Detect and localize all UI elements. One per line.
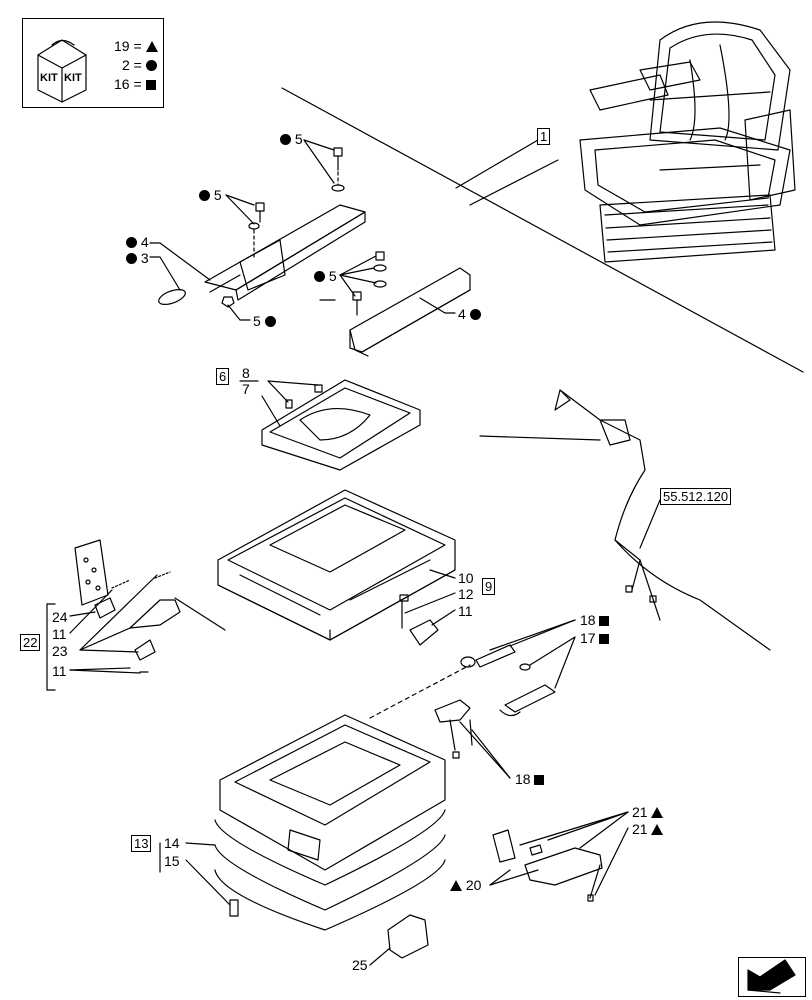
rail-fasteners [221, 147, 387, 316]
seat-assembly-drawing [579, 21, 796, 263]
callout-nut-lower: 5 [253, 313, 276, 329]
square-icon [599, 634, 610, 644]
callout-plate: 7 [242, 381, 250, 397]
callout-pin-a: 21 [632, 804, 664, 820]
callout-frame: 10 [458, 570, 474, 586]
kit-entry-square: 16 = [114, 76, 156, 92]
ref-box-frame[interactable]: 9 [482, 578, 496, 595]
callout-plate-screw: 8 [242, 365, 250, 381]
callout-pin-b: 21 [632, 821, 664, 837]
circle-icon [126, 253, 137, 264]
next-page-button[interactable] [738, 957, 806, 997]
cushion-drawing [214, 714, 446, 931]
callout-cushion-lower: 15 [164, 853, 180, 869]
damper-leaders [489, 811, 629, 896]
callout-cushion-upper: 14 [164, 835, 180, 851]
triangle-icon [651, 824, 664, 835]
callout-bracket: 18 [515, 771, 545, 787]
callout-cap: 3 [126, 250, 149, 266]
ref-box-plate[interactable]: 6 [216, 368, 230, 385]
circle-icon [314, 271, 325, 282]
kit-entry-circle: 2 = [122, 57, 157, 73]
circle-icon [199, 190, 210, 201]
next-page-arrow-icon[interactable] [747, 959, 796, 994]
kit-entry-triangle: 19 = [114, 38, 158, 54]
ref-box-55-512-120[interactable]: 55.512.120 [660, 488, 732, 505]
kit-box-icon [37, 39, 87, 103]
circle-icon [469, 309, 481, 320]
mounting-plate-drawing [261, 379, 421, 471]
callout-bolt-left: 5 [199, 187, 222, 203]
separator-line [281, 87, 804, 373]
callout-bolt-top: 5 [280, 131, 303, 147]
circle-icon [264, 316, 276, 327]
triangle-icon [145, 41, 158, 52]
callout-handle: 25 [352, 957, 368, 973]
callout-console-panel: 24 [52, 609, 68, 625]
callout-damper: 20 [450, 877, 481, 893]
square-icon [145, 80, 156, 90]
ref-box-console[interactable]: 22 [20, 634, 41, 651]
callout-frame-clip: 11 [458, 603, 473, 619]
rail-leaders [149, 139, 456, 321]
ref-box-cushion[interactable]: 13 [131, 835, 152, 852]
circle-icon [280, 134, 291, 145]
kit-label-left: KIT [40, 72, 58, 84]
triangle-icon [450, 880, 462, 891]
callout-console-screws: 11 [52, 663, 67, 679]
frame-fasteners [399, 569, 456, 646]
kit-legend [22, 18, 164, 108]
ref-box-seat[interactable]: 1 [537, 128, 551, 145]
callout-spring-a: 18 [580, 612, 610, 628]
triangle-icon [651, 807, 664, 818]
leader-seat-2 [455, 139, 539, 189]
damper-drawing [492, 829, 603, 902]
kit-label-right: KIT [64, 72, 82, 84]
spring-leaders [459, 619, 576, 779]
callout-console-lever: 23 [52, 643, 68, 659]
seat-frame-drawing [217, 489, 456, 641]
circle-icon [145, 60, 157, 71]
console-leaders [69, 574, 158, 674]
spring-parts-drawing [369, 644, 556, 759]
callout-spring-b: 17 [580, 630, 610, 646]
circle-icon [126, 237, 137, 248]
callout-console-clip: 11 [52, 626, 67, 642]
callout-rail-left: 4 [126, 234, 149, 250]
square-icon [534, 775, 545, 785]
callout-rail-right: 4 [458, 306, 481, 322]
square-icon [599, 616, 610, 626]
slide-rails-drawing [158, 204, 471, 357]
callout-frame-bolt: 12 [458, 586, 474, 602]
cable-harness-drawing [479, 389, 771, 651]
leader-seat-1 [469, 159, 559, 206]
handle-drawing [369, 914, 429, 966]
callout-bolt-right: 5 [314, 268, 337, 284]
console-drawing [74, 539, 226, 673]
